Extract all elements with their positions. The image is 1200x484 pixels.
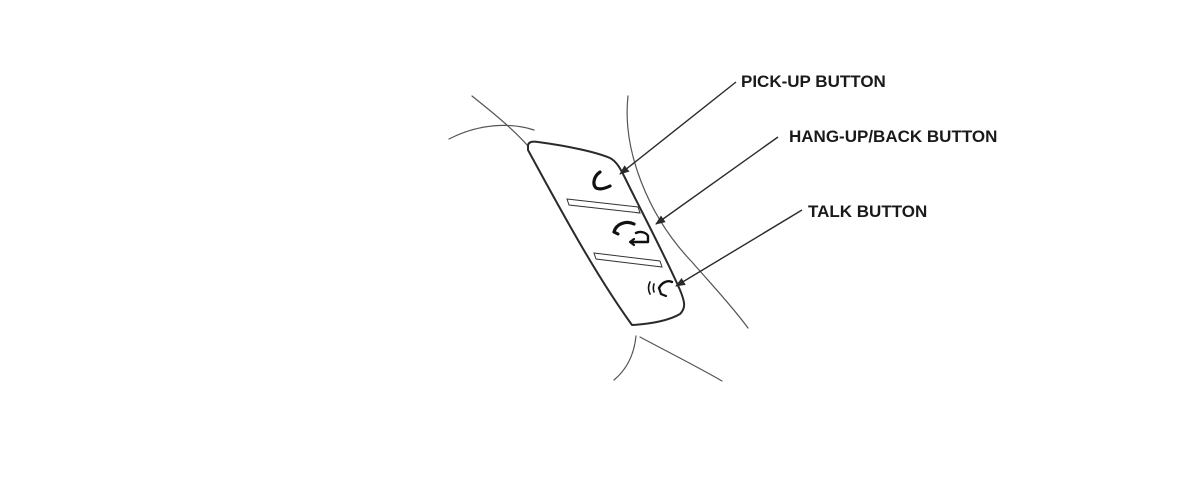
pickup-divider [566, 198, 641, 214]
talk-arrow [675, 209, 803, 287]
steering-wheel-outline [448, 95, 749, 382]
wheel-hub-curve-upper [448, 124, 535, 140]
talk-button[interactable] [647, 280, 674, 298]
phone-pickup-icon [592, 170, 612, 191]
hang-up-back-button-label: HANG-UP/BACK BUTTON [789, 127, 998, 146]
wheel-spoke-bottom-line [639, 336, 723, 382]
talk-button-label: TALK BUTTON [808, 202, 928, 221]
callout-arrows [619, 81, 803, 287]
wheel-hub-curve-lower [613, 335, 637, 381]
control-panel [527, 140, 686, 326]
hangup-divider [593, 252, 663, 268]
pick-up-arrow [619, 81, 737, 175]
hang-up-back-button[interactable] [593, 220, 663, 268]
pick-up-button-label: PICK-UP BUTTON [741, 72, 886, 91]
wheel-rim-inner-edge [626, 95, 749, 329]
pick-up-button[interactable] [566, 170, 641, 214]
wheel-spoke-top-line [471, 95, 529, 147]
phone-hangup-back-icon [612, 220, 650, 247]
hang-up-back-arrow [655, 136, 779, 225]
voice-talk-icon [647, 280, 674, 298]
